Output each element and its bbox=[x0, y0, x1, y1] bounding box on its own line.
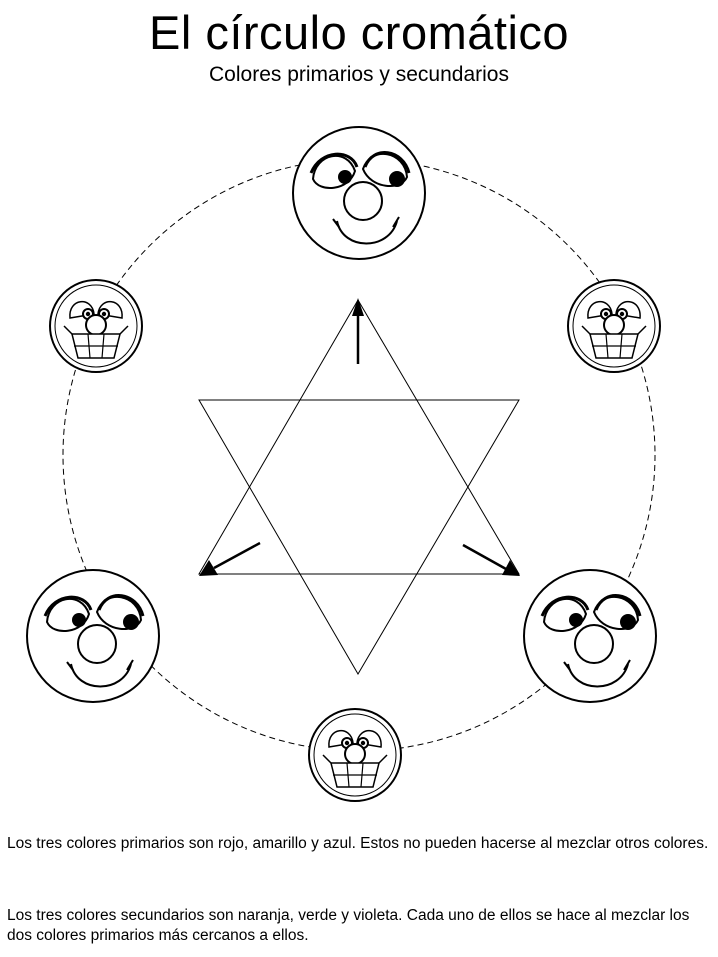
arrow-up-head bbox=[352, 298, 364, 316]
primary-face-top bbox=[291, 125, 427, 261]
arrow-left bbox=[213, 541, 261, 570]
arrow-left-head bbox=[199, 560, 218, 576]
primary-face-bottom-right bbox=[522, 568, 658, 704]
paragraph-secondary-colors: Los tres colores secundarios son naranja… bbox=[7, 907, 690, 944]
secondary-triangle bbox=[198, 399, 520, 675]
page-subtitle: Colores primarios y secundarios bbox=[209, 63, 509, 86]
page-title: El círculo cromático bbox=[148, 6, 570, 59]
primary-face-bottom-left bbox=[25, 568, 161, 704]
color-wheel-diagram bbox=[25, 125, 661, 802]
secondary-face-upper-left bbox=[49, 279, 143, 373]
primary-triangle bbox=[198, 299, 520, 575]
arrow-right bbox=[462, 543, 507, 571]
secondary-face-upper-right bbox=[567, 279, 661, 373]
arrow-right-head bbox=[502, 560, 520, 576]
secondary-face-bottom bbox=[308, 708, 402, 802]
paragraph-primary-colors: Los tres colores primarios son rojo, ama… bbox=[7, 835, 709, 852]
